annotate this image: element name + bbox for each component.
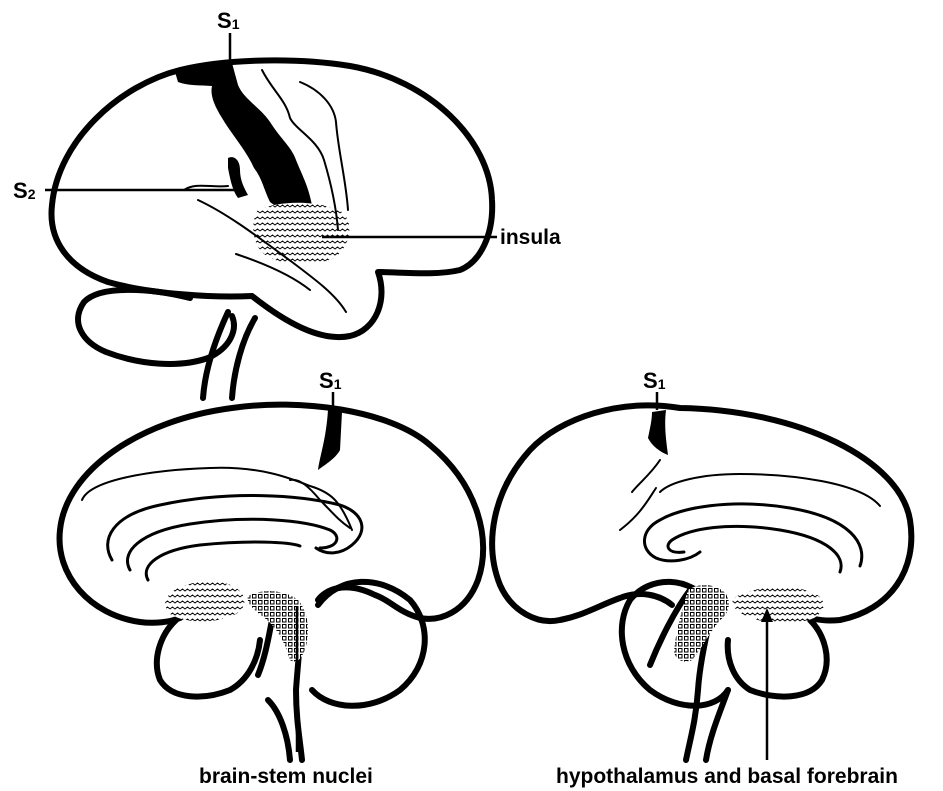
medial-right-temporal [728,620,827,697]
medial-right-s1-region [648,410,668,455]
s2-lateral-label: S2 [13,178,36,203]
brainstem-nuclei-label: brain-stem nuclei [199,765,373,788]
medial-left-hypothalamus-region [165,582,244,622]
medial-left-cerebellum [312,582,425,706]
hypothalamus-basal-forebrain-label: hypothalamus and basal forebrain [556,765,898,788]
insula-label: insula [500,226,561,249]
medial-brain-view-right [492,405,911,760]
s1-lateral-label: S1 [217,8,240,33]
s1-medial-right-label: S1 [643,368,666,393]
medial-left-cortex-outline [60,405,484,623]
medial-right-hypothalamus-region [733,587,824,623]
medial-brain-view-left [60,405,484,760]
lateral-s2-region [228,157,248,198]
medial-left-temporal [157,620,260,697]
medial-right-corpus-callosum [644,504,861,572]
medial-left-corpus-callosum [108,496,362,580]
lateral-brain-view [51,60,492,398]
hypothalamus-arrow [761,608,773,760]
s1-medial-left-label: S1 [319,368,342,393]
medial-left-s1-region [318,410,342,470]
